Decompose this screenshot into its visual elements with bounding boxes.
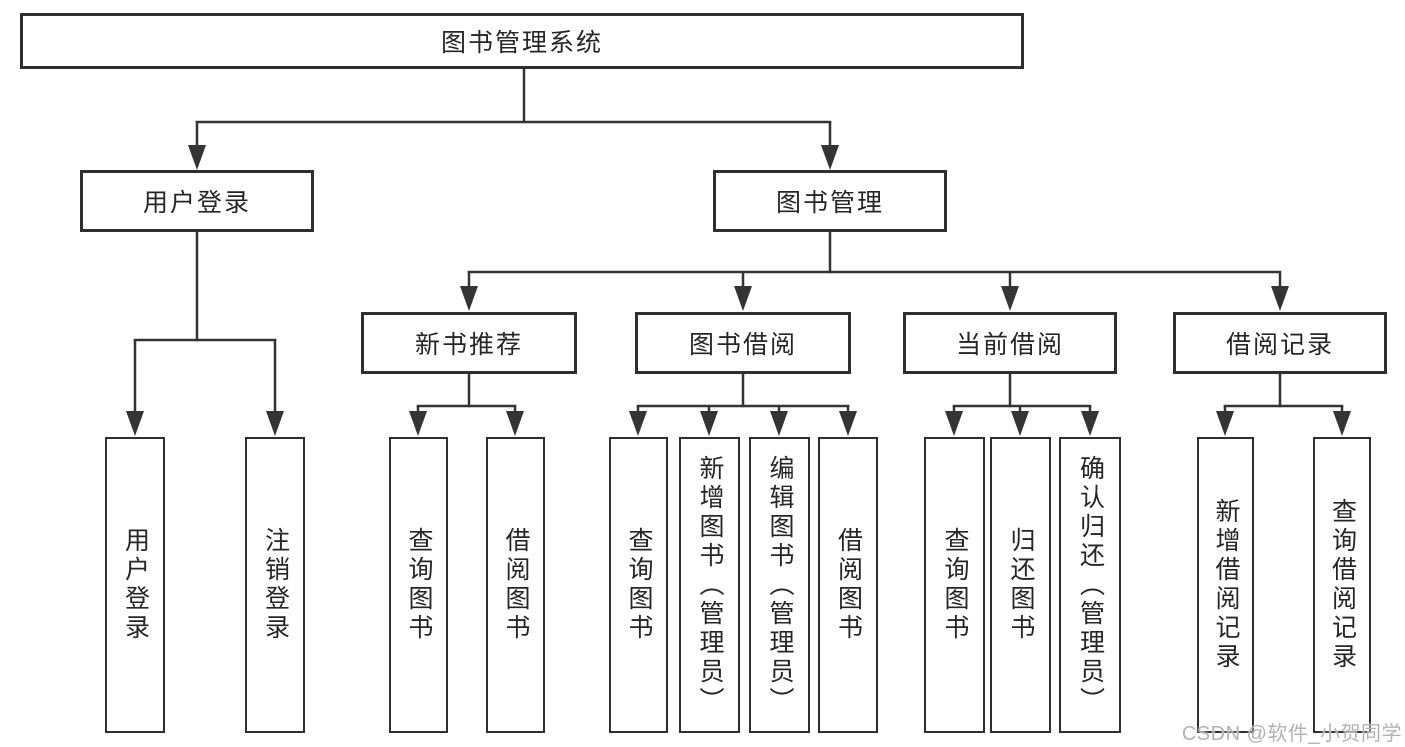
node-current-borrow: 当前借阅 <box>903 312 1117 374</box>
arrow-down-icon <box>126 411 144 436</box>
leaf-user-login-label: 用户登录 <box>121 527 150 643</box>
leaf-borrow-borrow-books: 借阅图书 <box>818 437 878 733</box>
connector-root-branch <box>195 69 832 147</box>
node-new-books-label: 新书推荐 <box>414 331 523 359</box>
leaf-newbooks-borrow-books: 借阅图书 <box>486 437 545 733</box>
node-book-borrow-label: 图书借阅 <box>688 331 797 359</box>
node-root: 图书管理系统 <box>20 13 1024 69</box>
leaf-logout-label: 注销登录 <box>261 527 290 643</box>
arrow-down-icon <box>1216 411 1234 436</box>
arrow-down-icon <box>409 411 427 436</box>
arrow-down-icon <box>734 286 752 311</box>
arrow-down-icon <box>1011 411 1029 436</box>
leaf-records-query-record-label: 查询借阅记录 <box>1328 498 1357 672</box>
leaf-current-confirm-return-admin-label: 确认归还（管理员） <box>1076 454 1105 716</box>
leaf-borrow-borrow-books-label: 借阅图书 <box>834 527 863 643</box>
node-book-mgmt: 图书管理 <box>713 170 947 232</box>
leaf-user-login: 用户登录 <box>105 437 165 733</box>
arrow-down-icon <box>1081 411 1099 436</box>
arrow-down-icon <box>700 411 718 436</box>
leaf-records-add-record-label: 新增借阅记录 <box>1212 498 1240 672</box>
leaf-borrow-edit-books-admin: 编辑图书（管理员） <box>749 437 810 733</box>
node-borrow-records-label: 借阅记录 <box>1225 331 1334 359</box>
connector-current-borrow-branch <box>952 374 1092 414</box>
leaf-current-query-books: 查询图书 <box>924 437 985 733</box>
node-new-books: 新书推荐 <box>361 312 577 374</box>
arrow-down-icon <box>266 411 284 436</box>
watermark: CSDN @软件_小贺同学 <box>1181 723 1402 745</box>
arrow-down-icon <box>629 411 647 436</box>
arrow-down-icon <box>1333 411 1351 436</box>
connector-borrow-records-branch <box>1223 374 1344 414</box>
arrowheads <box>126 145 1351 436</box>
node-book-borrow: 图书借阅 <box>635 312 851 374</box>
node-root-label: 图书管理系统 <box>440 29 603 57</box>
connector-book-borrow-branch <box>636 374 850 414</box>
connector-new-books-branch <box>416 374 517 414</box>
leaf-borrow-query-books: 查询图书 <box>609 437 668 733</box>
leaf-borrow-add-books-admin-label: 新增图书（管理员） <box>696 454 724 716</box>
leaf-newbooks-borrow-books-label: 借阅图书 <box>502 527 530 643</box>
node-user-login: 用户登录 <box>80 170 314 232</box>
arrow-down-icon <box>1271 286 1289 311</box>
leaf-current-return-books-label: 归还图书 <box>1007 527 1035 643</box>
arrow-down-icon <box>460 286 478 311</box>
node-current-borrow-label: 当前借阅 <box>955 331 1064 359</box>
leaf-current-query-books-label: 查询图书 <box>941 527 969 643</box>
arrow-down-icon <box>188 145 206 170</box>
leaf-current-return-books: 归还图书 <box>990 437 1051 733</box>
arrow-down-icon <box>839 411 857 436</box>
leaf-newbooks-query-books-label: 查询图书 <box>405 527 433 643</box>
leaf-borrow-add-books-admin: 新增图书（管理员） <box>679 437 740 733</box>
leaf-current-confirm-return-admin: 确认归还（管理员） <box>1059 437 1121 733</box>
arrow-down-icon <box>506 411 524 436</box>
leaf-borrow-query-books-label: 查询图书 <box>625 527 653 643</box>
connector-user-login-branch <box>133 232 277 414</box>
arrow-down-icon <box>821 145 839 170</box>
leaf-records-add-record: 新增借阅记录 <box>1197 437 1254 733</box>
leaf-newbooks-query-books: 查询图书 <box>389 437 448 733</box>
leaf-records-query-record: 查询借阅记录 <box>1313 437 1371 733</box>
arrow-down-icon <box>1001 286 1019 311</box>
leaf-logout: 注销登录 <box>245 437 305 733</box>
connector-book-mgmt-branch <box>467 232 1282 289</box>
leaf-borrow-edit-books-admin-label: 编辑图书（管理员） <box>766 454 794 716</box>
node-book-mgmt-label: 图书管理 <box>775 189 884 217</box>
node-user-login-label: 用户登录 <box>142 189 251 217</box>
arrow-down-icon <box>945 411 963 436</box>
arrow-down-icon <box>770 411 788 436</box>
node-borrow-records: 借阅记录 <box>1173 312 1387 374</box>
